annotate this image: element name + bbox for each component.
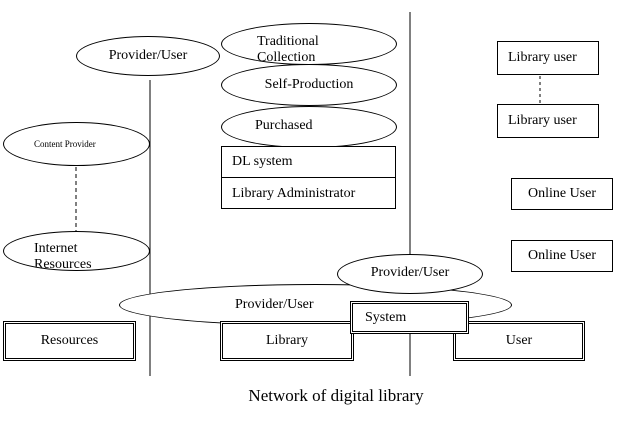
dl-system-label: DL system	[232, 154, 293, 169]
internet-resources-ellipse: Internet Resources	[3, 231, 150, 271]
system-label: System	[365, 310, 407, 325]
online-user-label-2: Online User	[527, 248, 597, 263]
traditional-collection-ellipse: Traditional Collection	[221, 23, 397, 65]
system-box: System	[350, 301, 469, 334]
provider-user-top-label: Provider/User	[108, 48, 188, 63]
library-column-box: Library	[220, 321, 354, 361]
library-user-box-2: Library user	[497, 104, 599, 138]
online-user-box-1: Online User	[511, 178, 613, 210]
provider-user-right-label: Provider/User	[370, 265, 450, 280]
library-label: Library	[266, 333, 308, 348]
resources-label: Resources	[40, 333, 99, 348]
dl-system-box: DL system	[221, 146, 396, 178]
provider-user-bottom-label: Provider/User	[235, 297, 314, 312]
library-administrator-box: Library Administrator	[221, 177, 396, 209]
user-label: User	[505, 333, 533, 348]
content-provider-label: Content Provider	[34, 139, 96, 149]
resources-column-box: Resources	[3, 321, 136, 361]
library-user-box-1: Library user	[497, 41, 599, 75]
online-user-label-1: Online User	[527, 186, 597, 201]
user-column-box: User	[453, 321, 585, 361]
traditional-collection-label-line2: Collection	[257, 50, 316, 65]
self-production-ellipse: Self-Production	[221, 64, 397, 106]
provider-user-right-ellipse: Provider/User	[337, 254, 483, 294]
library-user-label-2: Library user	[508, 113, 577, 128]
diagram-caption: Network of digital library	[248, 386, 424, 405]
internet-resources-label-line2: Resources	[34, 257, 92, 271]
purchased-ellipse: Purchased	[221, 106, 397, 148]
library-administrator-label: Library Administrator	[232, 186, 356, 201]
online-user-box-2: Online User	[511, 240, 613, 272]
content-provider-ellipse: Content Provider	[3, 122, 150, 166]
internet-resources-label-line1: Internet	[34, 241, 78, 256]
provider-user-top-ellipse: Provider/User	[76, 36, 220, 76]
library-user-label-1: Library user	[508, 50, 577, 65]
traditional-collection-label-line1: Traditional	[257, 34, 319, 49]
self-production-label: Self-Production	[264, 77, 354, 92]
purchased-label: Purchased	[255, 118, 313, 133]
